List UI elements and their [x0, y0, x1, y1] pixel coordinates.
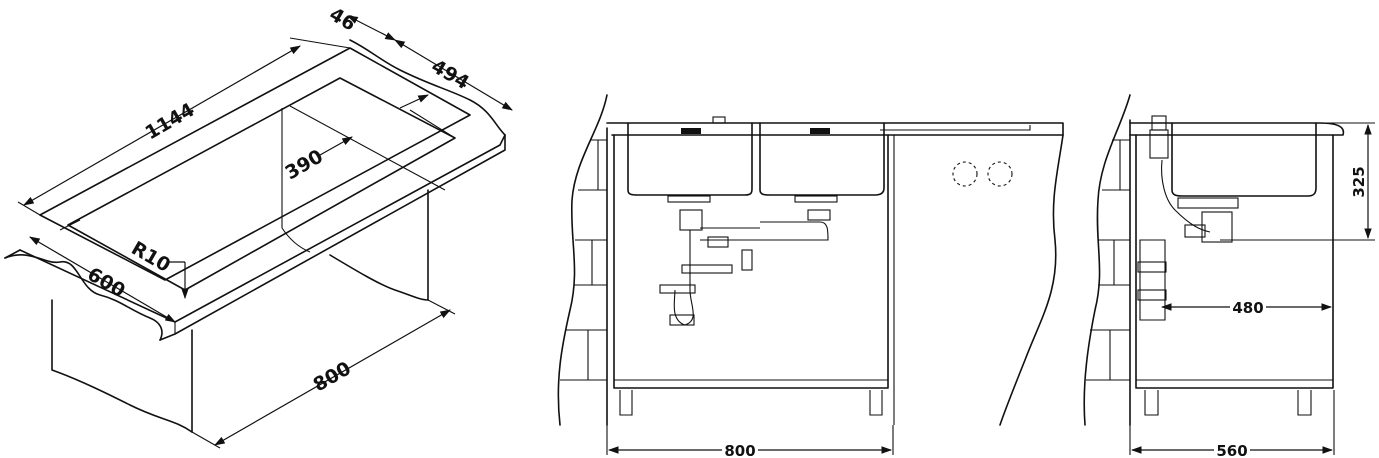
isometric-view: 1144 46 494 390 R10 600 800 [4, 3, 513, 449]
front-leg-right [869, 390, 883, 416]
ext-line-800-iso-b [427, 299, 456, 315]
countertop-break-left [4, 254, 163, 341]
front-tap-hole-circle-1 [952, 161, 978, 187]
side-label-560-bg [1214, 441, 1250, 458]
dim-line-494 [394, 39, 513, 111]
front-label-800-bg [722, 441, 758, 458]
brick-courses-side [1086, 139, 1130, 381]
dim-line-1144 [23, 45, 301, 206]
front-drainer-edge [880, 125, 1031, 131]
bowl-bottom [281, 227, 311, 253]
side-label-480: 480 [1232, 299, 1263, 317]
side-label-480-bg [1230, 299, 1266, 316]
ext-line-1144-b [289, 37, 351, 49]
label-390: 390 [282, 145, 327, 184]
cabinet-left-front [51, 299, 193, 433]
countertop-front-top-edge [4, 249, 21, 259]
wall-break-left [557, 94, 608, 426]
front-bowl-left [627, 122, 753, 196]
front-leg-left [619, 390, 633, 416]
dim-line-494-b [399, 94, 429, 109]
front-siphon [659, 195, 838, 326]
cabinet-right-break [329, 254, 429, 301]
front-view: 800 [557, 94, 1064, 458]
dim-line-46 [347, 15, 396, 41]
label-46: 46 [326, 3, 360, 35]
dim-line-800-iso [214, 309, 451, 446]
ext-line-1144-a [17, 201, 41, 216]
countertop-front-edge [19, 134, 506, 323]
brick-courses-front [560, 139, 607, 381]
dim-line-390 [319, 136, 353, 156]
front-overflow-left [681, 128, 701, 134]
ext-line-800-iso-a [191, 431, 221, 449]
countertop-front-bottom [159, 134, 506, 341]
side-wall-break [1083, 94, 1131, 426]
side-plumbing [1137, 115, 1239, 321]
front-tap-hole [712, 116, 726, 124]
side-leg-right [1297, 390, 1312, 416]
side-countertop [1129, 122, 1345, 136]
dim-line-600 [29, 236, 176, 323]
side-bowl [1171, 122, 1317, 197]
sink-bowl-inner [67, 77, 456, 291]
front-cabinet [613, 134, 889, 389]
side-label-560: 560 [1216, 442, 1247, 458]
front-wall-break-right [999, 134, 1064, 426]
side-leg-left [1144, 390, 1159, 416]
label-1144: 1144 [142, 99, 199, 144]
side-cabinet [1135, 134, 1334, 389]
label-494: 494 [428, 55, 473, 94]
front-overflow-right [810, 128, 830, 134]
front-tap-hole-circle-2 [987, 161, 1013, 187]
side-view: 480 325 560 [1083, 94, 1375, 458]
sink-drainboard-line [59, 219, 81, 231]
front-bowl-right [759, 122, 885, 196]
front-countertop [606, 122, 1064, 136]
sink-bowl-edge [409, 109, 456, 139]
side-label-325: 325 [1350, 166, 1368, 197]
front-label-800: 800 [724, 442, 755, 458]
sink-rim-inner-line [289, 105, 446, 191]
label-800-iso: 800 [310, 357, 355, 396]
